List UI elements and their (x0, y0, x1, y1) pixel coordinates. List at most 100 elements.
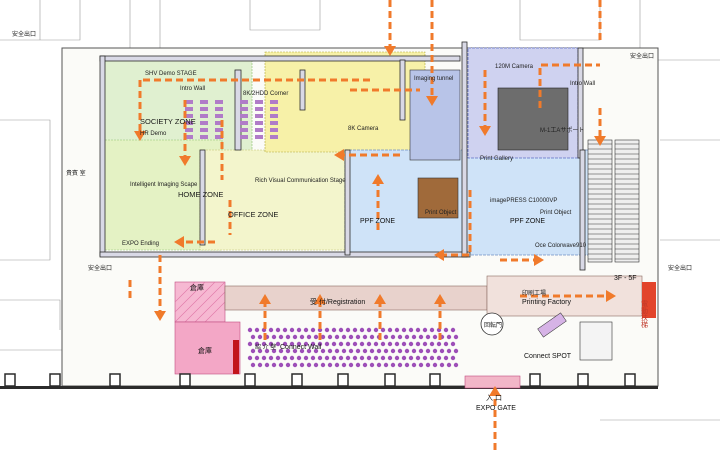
revolving-door-icon (480, 312, 504, 336)
seat-marker (264, 362, 270, 368)
camera-8k-label: 8K Camera (348, 126, 379, 132)
chair-marker (185, 135, 193, 139)
seat-marker (422, 341, 428, 347)
seat-marker (338, 341, 344, 347)
seat-marker (429, 341, 435, 347)
seat-marker (341, 362, 347, 368)
seat-marker (439, 362, 445, 368)
seat-marker (261, 355, 267, 361)
chair-marker (255, 100, 263, 104)
seat-marker (373, 341, 379, 347)
chair-marker (185, 121, 193, 125)
seat-marker (292, 348, 298, 354)
seat-marker (268, 341, 274, 347)
seat-marker (380, 327, 386, 333)
seat-marker (271, 334, 277, 340)
bottom-wall (0, 373, 658, 389)
chair-marker (270, 121, 278, 125)
seat-marker (436, 355, 442, 361)
seat-marker (355, 348, 361, 354)
floor-transfer-label: 3F - 5F (614, 275, 637, 282)
chair-marker (200, 107, 208, 111)
seat-marker (341, 334, 347, 340)
seat-marker (257, 334, 263, 340)
chair-marker (185, 128, 193, 132)
seat-marker (334, 334, 340, 340)
chair-marker (200, 128, 208, 132)
seat-marker (362, 348, 368, 354)
seat-marker (285, 334, 291, 340)
seat-marker (264, 348, 270, 354)
seat-marker (397, 334, 403, 340)
seat-marker (359, 341, 365, 347)
seat-marker (324, 341, 330, 347)
chair-marker (270, 135, 278, 139)
home-zone-label: HOME ZONE (178, 190, 223, 199)
seat-marker (345, 355, 351, 361)
seat-marker (411, 348, 417, 354)
seat-marker (285, 362, 291, 368)
connect-wall-jp-label: 紹 介 壁 (255, 343, 276, 351)
seat-marker (348, 334, 354, 340)
seat-marker (446, 334, 452, 340)
seat-marker (331, 341, 337, 347)
storage-left-hatch (174, 281, 226, 323)
seat-marker (327, 362, 333, 368)
seat-marker (250, 362, 256, 368)
escalator-note-label: 電動扶梯 (641, 300, 649, 329)
storage-left-label: 倉庫 (190, 283, 204, 292)
seat-marker (450, 327, 456, 333)
seat-marker (289, 327, 295, 333)
seat-marker (352, 341, 358, 347)
seat-marker (394, 341, 400, 347)
seat-marker (282, 355, 288, 361)
seat-marker (313, 348, 319, 354)
vip-room-label: 貴賓 室 (66, 169, 86, 177)
flow-arrow-icon (128, 0, 610, 450)
society-zone-label: SOCIETY ZONE (140, 117, 196, 126)
seat-marker (250, 348, 256, 354)
oce-colorwave-label: Oce Colorwave910 (535, 243, 587, 249)
imaging-area (264, 51, 426, 153)
seat-marker (257, 348, 263, 354)
chair-marker (200, 121, 208, 125)
camera-120m-label: 120M Camera (495, 64, 534, 70)
seat-marker (247, 341, 253, 347)
seat-marker (418, 362, 424, 368)
seat-marker (394, 327, 400, 333)
chair-marker (240, 128, 248, 132)
seat-marker (254, 355, 260, 361)
chair-marker (215, 135, 223, 139)
seat-marker (380, 341, 386, 347)
connect-wall-label: Connect Wall (280, 344, 322, 351)
seat-marker (429, 327, 435, 333)
printing-factory-jp-label: 印刷工場 (522, 289, 546, 297)
seat-marker (320, 348, 326, 354)
seat-marker (359, 355, 365, 361)
seat-marker (450, 355, 456, 361)
seat-marker (418, 334, 424, 340)
seat-marker (303, 341, 309, 347)
floor-sign (642, 282, 656, 318)
seat-marker (390, 334, 396, 340)
seat-marker (310, 327, 316, 333)
seat-marker (355, 334, 361, 340)
seat-marker (271, 348, 277, 354)
seat-marker (247, 355, 253, 361)
seat-marker (446, 348, 452, 354)
expo-gate-area (464, 375, 521, 389)
ppf-zone-area (344, 149, 606, 256)
seat-marker (275, 355, 281, 361)
seat-marker (275, 341, 281, 347)
security-exit-tr-label: 安全出口 (630, 52, 654, 60)
seat-marker (362, 362, 368, 368)
chair-marker (255, 121, 263, 125)
seat-marker (313, 334, 319, 340)
seat-marker (296, 341, 302, 347)
connect-spot-label: Connect SPOT (524, 353, 572, 360)
entrance-jp-label: 入 口 (486, 394, 502, 402)
seat-marker (299, 348, 305, 354)
seat-marker (422, 355, 428, 361)
